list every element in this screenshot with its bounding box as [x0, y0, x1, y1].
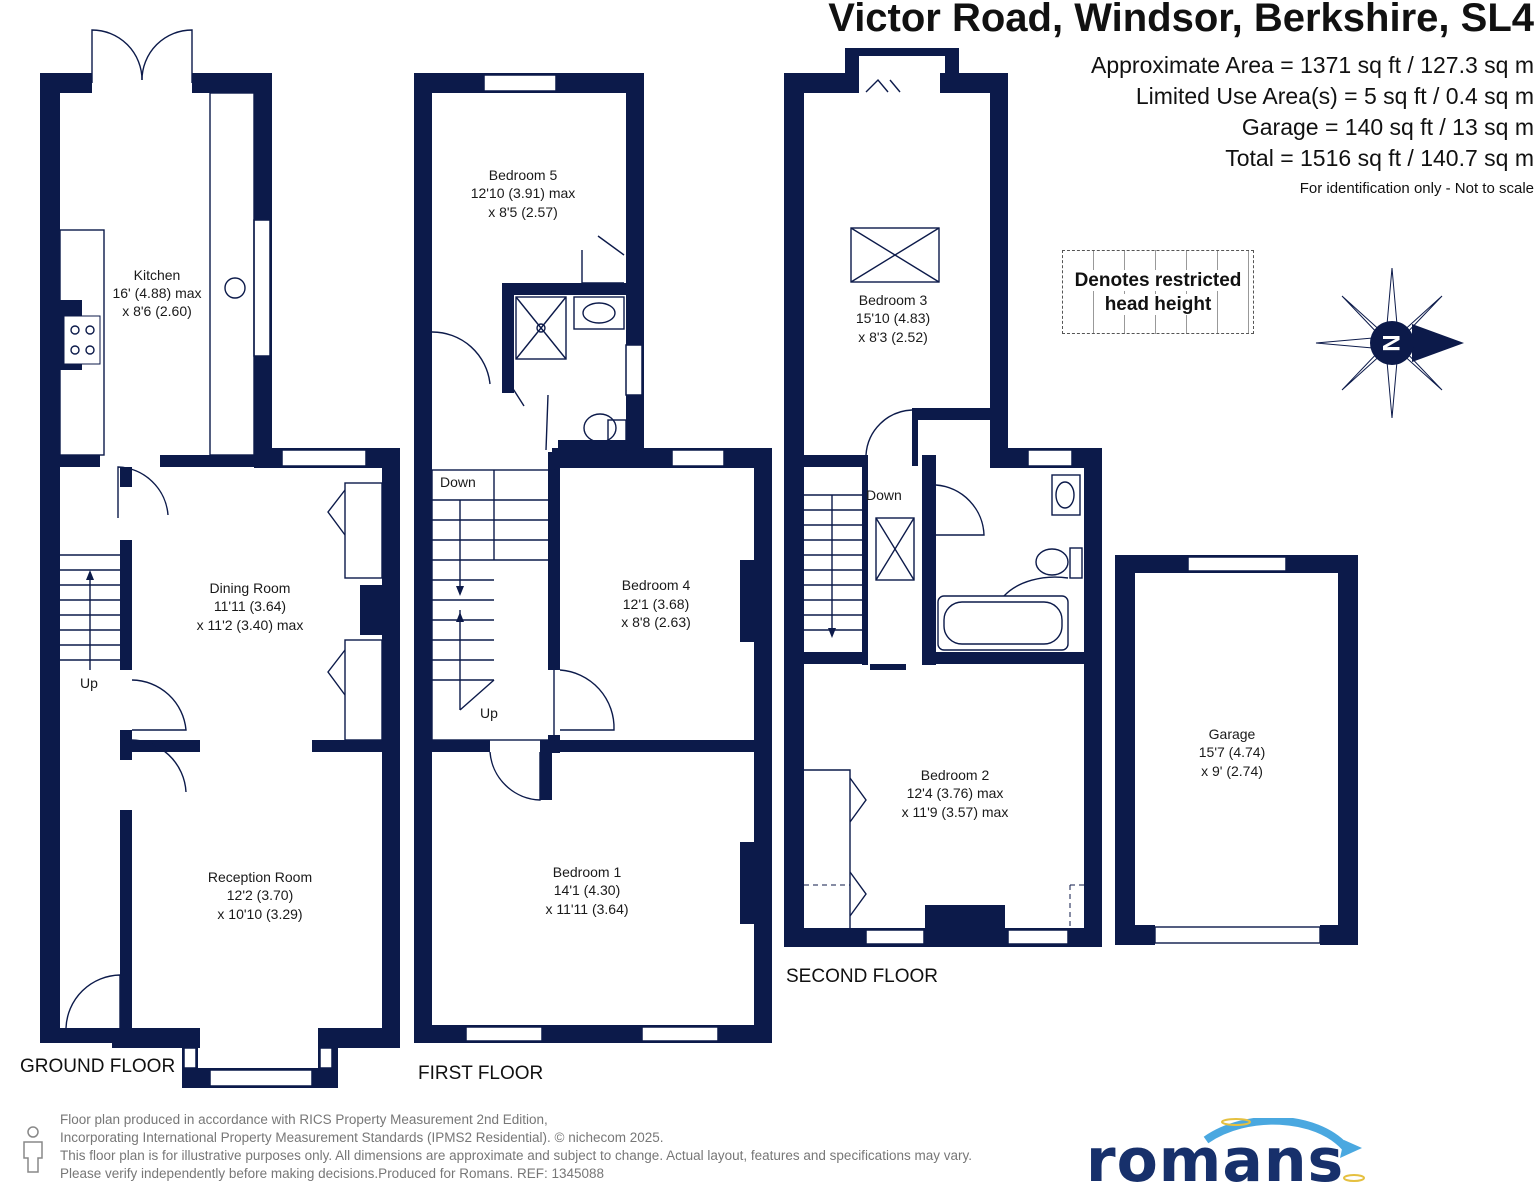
garage-length: 15'7 (4.74): [1199, 744, 1266, 760]
garage-plan: [1115, 555, 1358, 945]
dining-room-name: Dining Room: [210, 580, 291, 596]
bedroom3-length: 15'10 (4.83): [856, 310, 930, 326]
bedroom5-width: x 8'5 (2.57): [488, 204, 558, 220]
logo-swoosh-icon: [1203, 1118, 1365, 1182]
first-stairs-up-label: Up: [480, 705, 498, 721]
limited-use-area: Limited Use Area(s) = 5 sq ft / 0.4 sq m: [1135, 83, 1534, 109]
second-floor-plan: [784, 48, 1102, 947]
bedroom1-width: x 11'11 (3.64): [545, 901, 628, 917]
garage-width: x 9' (2.74): [1201, 763, 1263, 779]
reception-room-width: x 10'10 (3.29): [217, 906, 302, 922]
footer-line-4: Please verify independently before makin…: [60, 1166, 605, 1181]
first-floor-label: FIRST FLOOR: [418, 1063, 543, 1084]
footer-line-2: Incorporating International Property Mea…: [60, 1130, 664, 1145]
approx-area: Approximate Area = 1371 sq ft / 127.3 sq…: [1090, 52, 1534, 78]
second-floor-label: SECOND FLOOR: [786, 966, 938, 987]
garage-area: Garage = 140 sq ft / 13 sq m: [1241, 114, 1534, 140]
reception-room-length: 12'2 (3.70): [227, 887, 294, 903]
kitchen-name: Kitchen: [134, 267, 181, 283]
garage-name: Garage: [1209, 726, 1256, 742]
dining-room-width: x 11'2 (3.40) max: [197, 617, 304, 633]
total-area: Total = 1516 sq ft / 140.7 sq m: [1225, 145, 1534, 171]
first-floor-plan: [414, 73, 772, 1043]
compass-letter: N: [1377, 334, 1404, 351]
footer-line-3: This floor plan is for illustrative purp…: [60, 1148, 972, 1163]
bedroom4-name: Bedroom 4: [622, 577, 691, 593]
restricted-key-line2: head height: [1104, 294, 1212, 315]
bedroom2-width: x 11'9 (3.57) max: [902, 804, 1009, 820]
kitchen-length: 16' (4.88) max: [112, 285, 201, 301]
first-stairs-down-label: Down: [440, 474, 476, 490]
ground-floor-plan: [40, 29, 400, 1088]
bedroom2-name: Bedroom 2: [921, 767, 990, 783]
bedroom3-name: Bedroom 3: [859, 292, 928, 308]
property-title: Victor Road, Windsor, Berkshire, SL4: [828, 0, 1534, 40]
bedroom3-width: x 8'3 (2.52): [858, 329, 928, 345]
bedroom1-name: Bedroom 1: [553, 864, 622, 880]
bedroom5-name: Bedroom 5: [489, 167, 558, 183]
footer-line-1: Floor plan produced in accordance with R…: [60, 1112, 548, 1127]
scale-note: For identification only - Not to scale: [1299, 180, 1534, 197]
ground-stairs-up-label: Up: [80, 675, 98, 691]
ground-floor-label: GROUND FLOOR: [20, 1056, 175, 1077]
kitchen-width: x 8'6 (2.60): [122, 303, 192, 319]
bedroom5-length: 12'10 (3.91) max: [471, 185, 576, 201]
second-stairs-down-label: Down: [866, 487, 902, 503]
info-person-icon: [23, 1126, 43, 1173]
bedroom2-length: 12'4 (3.76) max: [907, 785, 1004, 801]
bedroom1-length: 14'1 (4.30): [554, 882, 621, 898]
restricted-key-line1: Denotes restricted: [1074, 270, 1242, 291]
north-arrow-icon: N: [1315, 267, 1464, 419]
dining-room-length: 11'11 (3.64): [214, 598, 286, 614]
room-labels: Kitchen 16' (4.88) max x 8'6 (2.60) Dini…: [20, 167, 1265, 1084]
bedroom4-length: 12'1 (3.68): [623, 596, 690, 612]
romans-logo: romans: [1086, 1118, 1376, 1196]
logo-text: romans: [1086, 1126, 1345, 1196]
reception-room-name: Reception Room: [208, 869, 312, 885]
bedroom4-width: x 8'8 (2.63): [621, 614, 691, 630]
footer-disclaimer: Floor plan produced in accordance with R…: [60, 1111, 972, 1183]
restricted-head-height-key: Denotes restricted head height: [1062, 250, 1254, 334]
